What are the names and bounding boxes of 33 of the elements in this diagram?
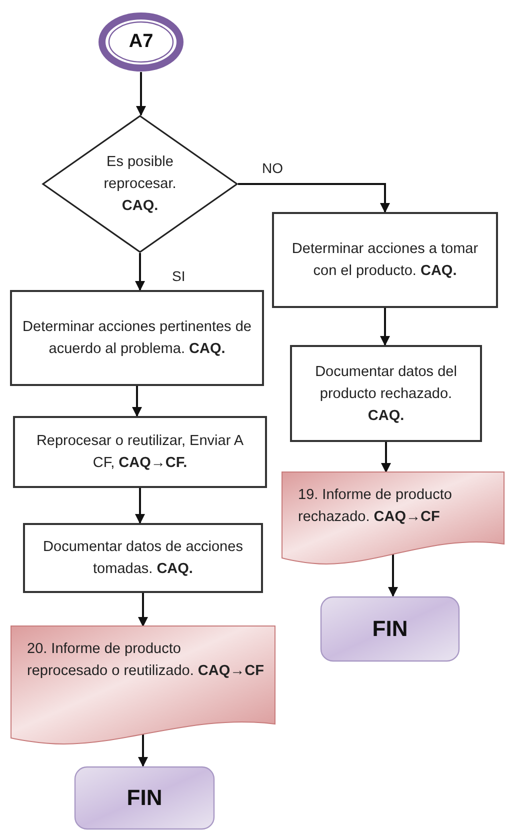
- connector-label: A7: [128, 31, 154, 53]
- document-text: 20. Informe de producto reprocesado o reutilizado. CAQ→CF: [27, 640, 265, 681]
- process-text: Documentar datos de acciones tomadas. CAQ.: [42, 538, 244, 579]
- connector-ellipse: [98, 12, 184, 72]
- arrow: [132, 386, 142, 417]
- terminal-label: FIN: [372, 618, 408, 640]
- arrow: [138, 734, 148, 767]
- decision-text: Es posible reprocesar. CAQ.: [102, 153, 178, 216]
- process-box: [10, 290, 264, 386]
- arrow: [388, 554, 398, 597]
- process-box: [290, 345, 482, 442]
- arrow: [135, 253, 145, 291]
- arrow: [135, 488, 145, 524]
- process-box: [23, 523, 263, 593]
- edge-label: NO: [260, 160, 285, 176]
- document-shape: [11, 626, 275, 746]
- decision-diamond: [42, 115, 238, 253]
- arrow: [136, 72, 146, 116]
- process-text: Reprocesar o reutilizar, Enviar A CF, CAQ→CF.: [35, 432, 245, 473]
- terminal-label: FIN: [126, 787, 162, 809]
- process-text: Determinar acciones a tomar con el producto. CAQ.: [290, 240, 480, 281]
- arrow: [380, 308, 390, 346]
- arrow: [238, 183, 390, 213]
- process-text: Documentar datos del producto rechazado. CAQ.: [314, 362, 458, 426]
- process-box: [272, 212, 498, 308]
- end-terminal: [74, 766, 215, 830]
- process-box: [13, 416, 267, 488]
- process-text: Determinar acciones pertinentes de acuerdo al problema. CAQ.: [22, 318, 252, 359]
- document-shape: [282, 472, 504, 566]
- arrow: [138, 593, 148, 627]
- end-terminal: [320, 596, 460, 662]
- document-text: 19. Informe de producto rechazado. CAQ→CF: [298, 486, 453, 527]
- arrow: [381, 442, 391, 473]
